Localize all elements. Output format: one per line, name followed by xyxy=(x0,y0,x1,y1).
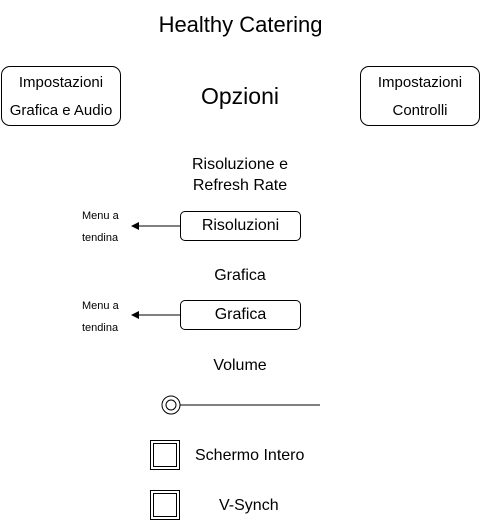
resolution-label-line-1: Risoluzione e xyxy=(191,156,289,173)
graphics-audio-settings-panel[interactable]: Impostazioni Grafica e Audio xyxy=(1,66,121,126)
graphics-dropdown-button[interactable]: Grafica xyxy=(180,300,301,330)
panel-line-2: Controlli xyxy=(392,102,448,119)
graphics-label: Grafica xyxy=(214,267,266,284)
resolution-label-line-2: Refresh Rate xyxy=(192,177,288,194)
resolution-label: Risoluzione e Refresh Rate xyxy=(170,154,310,196)
resolution-dropdown-button[interactable]: Risoluzioni xyxy=(180,211,301,241)
resolution-dropdown-note: Menu a tendina xyxy=(82,205,119,249)
note-line-1: Menu a xyxy=(82,300,119,312)
panel-line-1: Impostazioni xyxy=(377,74,463,91)
note-line-2: tendina xyxy=(82,322,119,334)
panel-line-1: Impostazioni xyxy=(18,74,104,91)
panel-line-2: Grafica e Audio xyxy=(9,102,113,119)
volume-label: Volume xyxy=(213,357,267,374)
app-title: Healthy Catering xyxy=(158,12,323,37)
graphics-dropdown-note: Menu a tendina xyxy=(82,295,119,339)
fullscreen-label: Schermo Intero xyxy=(195,447,305,464)
volume-slider-handle[interactable] xyxy=(161,395,181,415)
fullscreen-checkbox[interactable] xyxy=(150,440,180,470)
vsync-checkbox[interactable] xyxy=(150,490,180,520)
controls-settings-panel[interactable]: Impostazioni Controlli xyxy=(360,66,480,126)
note-line-2: tendina xyxy=(82,232,119,244)
vsync-label: V-Synch xyxy=(219,497,279,514)
note-line-1: Menu a xyxy=(82,210,119,222)
options-heading: Opzioni xyxy=(201,83,279,109)
